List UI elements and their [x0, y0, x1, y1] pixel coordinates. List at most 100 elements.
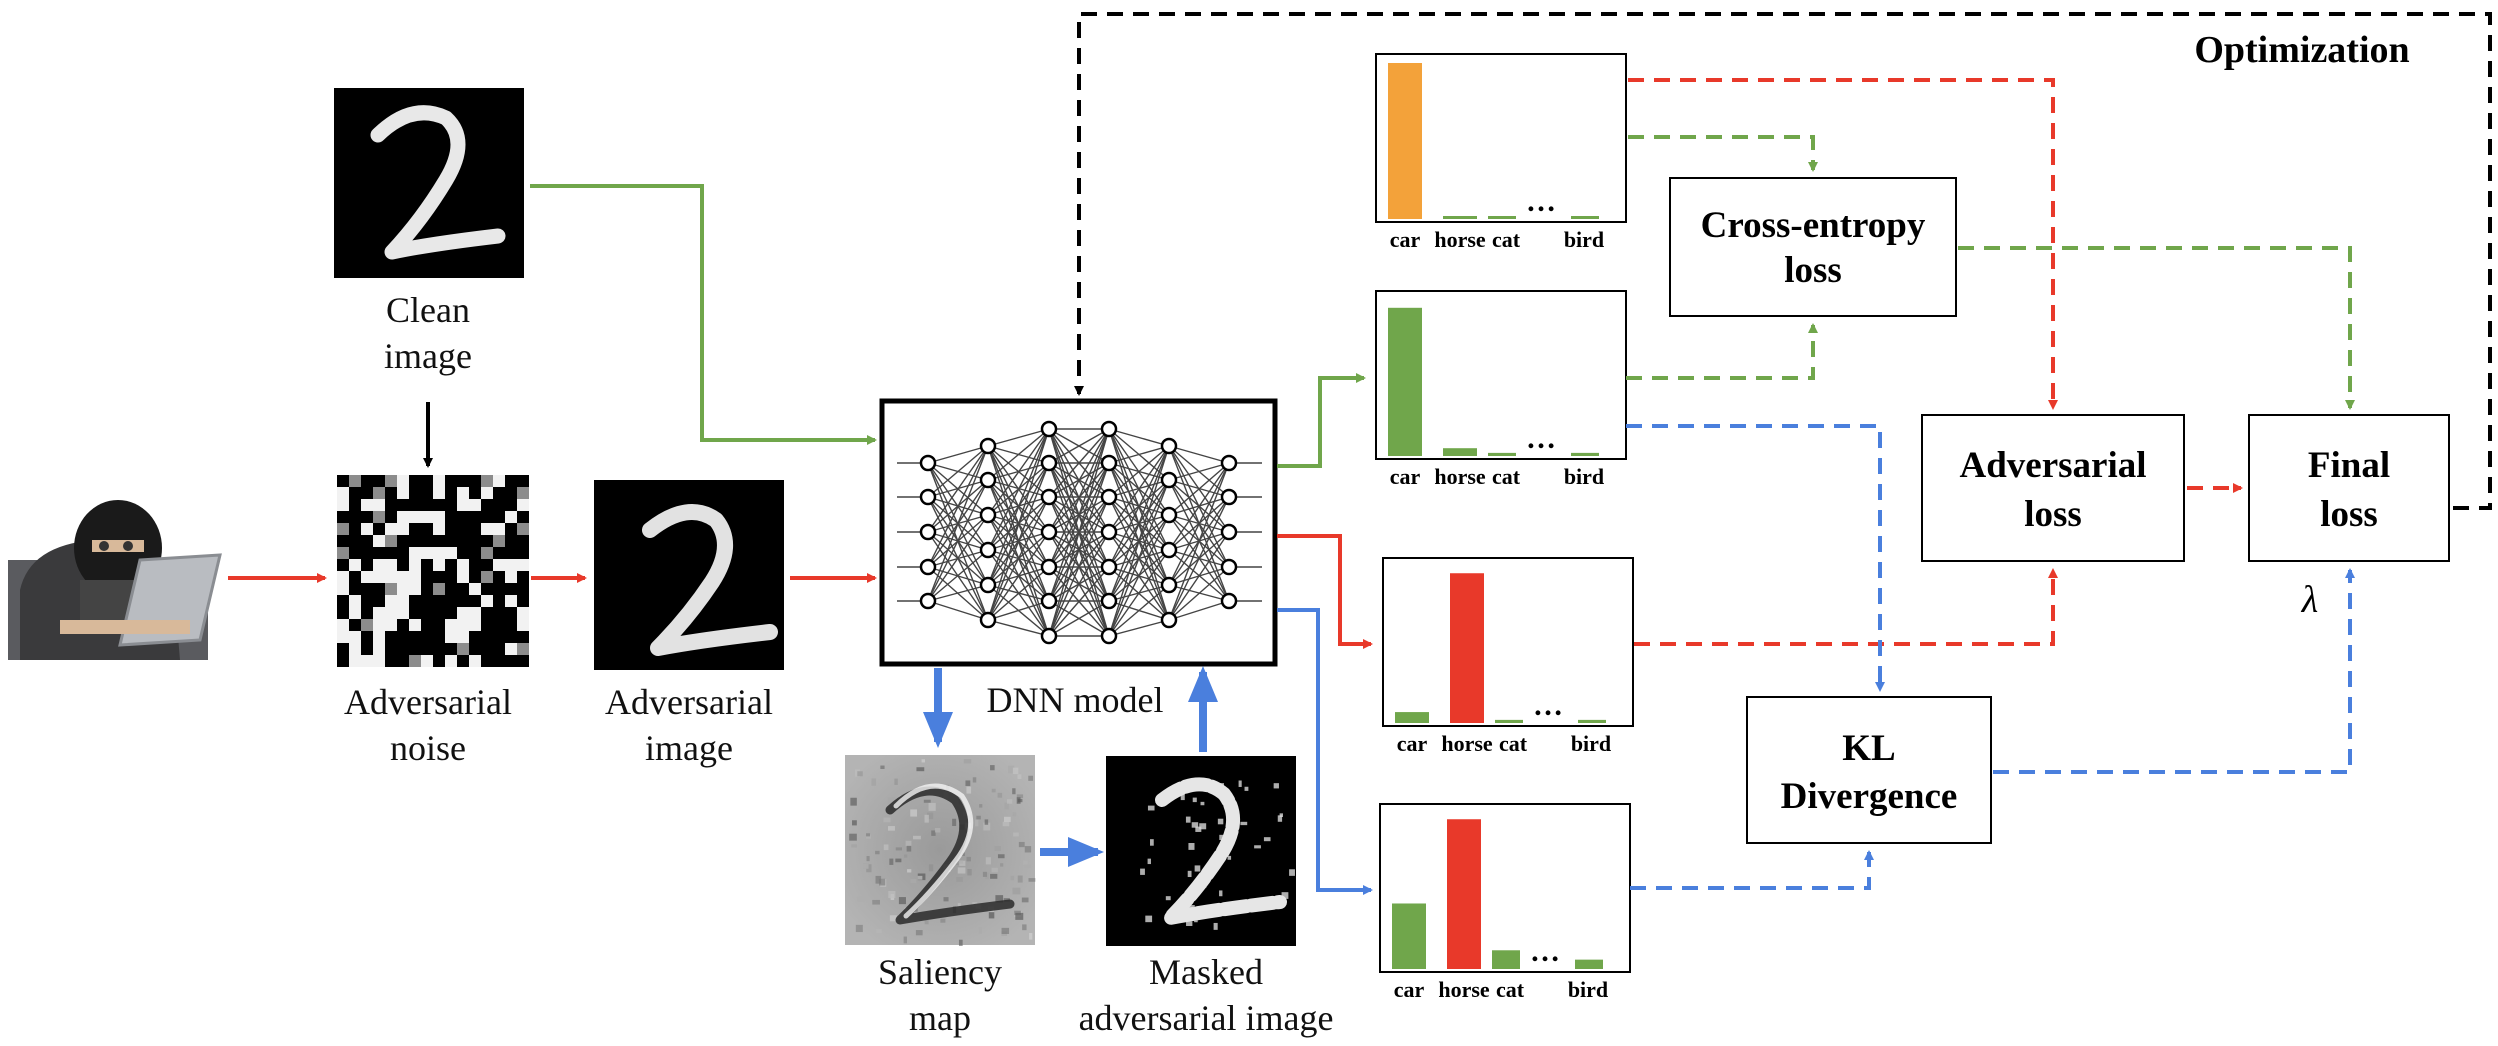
arrow-ce-to-final	[1958, 246, 2355, 410]
masked-image-label-1: Masked	[1149, 952, 1263, 992]
bar-0-cat	[1488, 216, 1516, 219]
arrow-adv-chart-to-adv-loss	[1634, 568, 2058, 646]
arrow-kl-to-final	[1993, 568, 2355, 774]
adversarial-image	[594, 480, 784, 670]
bar-2-horse	[1450, 573, 1484, 723]
nn-node-l3-n6	[1100, 627, 1118, 645]
saliency-map-image	[845, 755, 1036, 946]
arrow-dnn-to-chart-adversarial	[1277, 534, 1373, 649]
adversarial-image-label-2: image	[645, 728, 733, 768]
bar-2-car	[1395, 712, 1429, 723]
arrow-dnn-to-chart-masked	[1277, 608, 1373, 895]
adversarial-loss-label-1: Adversarial	[1959, 445, 2146, 486]
chart-frame-2	[1382, 557, 1634, 727]
nn-node-l0-n4	[919, 592, 937, 610]
nn-node-l2-n2	[1040, 488, 1058, 506]
chart-ellipsis-3: …	[1530, 935, 1560, 968]
bar-1-cat	[1488, 452, 1516, 456]
bar-3-cat	[1492, 950, 1520, 969]
tick-2-bird: bird	[1571, 731, 1611, 756]
nn-node-l3-n1	[1100, 454, 1118, 472]
adversarial-noise-image	[337, 475, 529, 667]
kl-divergence-label-2: Divergence	[1781, 776, 1958, 817]
tick-0-bird: bird	[1564, 227, 1604, 252]
nn-node-l4-n2	[1160, 506, 1178, 524]
nn-node-l2-n1	[1040, 454, 1058, 472]
masked-adversarial-image	[1106, 756, 1296, 946]
bar-3-horse	[1447, 819, 1481, 969]
nn-node-l0-n2	[919, 523, 937, 541]
chart-ellipsis-0: …	[1526, 185, 1556, 218]
bar-0-car	[1388, 63, 1422, 219]
nn-node-l2-n0	[1040, 420, 1058, 438]
bar-1-bird	[1571, 452, 1599, 456]
clean-image-label-2: image	[384, 336, 472, 376]
nn-node-l4-n1	[1160, 471, 1178, 489]
final-loss-box: Final loss	[2248, 414, 2450, 562]
bar-2-cat	[1495, 719, 1523, 723]
nn-node-l1-n5	[979, 611, 997, 629]
nn-node-l4-n5	[1160, 611, 1178, 629]
cross-entropy-label-2: loss	[1784, 250, 1842, 291]
adversarial-noise-label-1: Adversarial	[344, 682, 512, 722]
arrow-clean-chart-to-adv-loss	[1628, 78, 2058, 410]
nn-node-l5-n4	[1220, 592, 1238, 610]
arrow-masked-chart-to-kl	[1630, 850, 1874, 890]
nn-node-l3-n5	[1100, 592, 1118, 610]
cross-entropy-label-1: Cross-entropy	[1701, 205, 1926, 246]
nn-node-l1-n3	[979, 541, 997, 559]
nn-node-l1-n0	[979, 437, 997, 455]
tick-2-cat: cat	[1499, 731, 1528, 756]
tick-1-bird: bird	[1564, 464, 1604, 489]
nn-node-l0-n0	[919, 454, 937, 472]
tick-3-horse: horse	[1438, 977, 1490, 1002]
bar-3-bird	[1575, 959, 1603, 969]
nn-node-l0-n1	[919, 488, 937, 506]
cross-entropy-loss-box: Cross-entropy loss	[1669, 177, 1957, 317]
final-loss-label-1: Final	[2308, 445, 2390, 486]
tick-1-cat: cat	[1492, 464, 1521, 489]
bar-0-horse	[1443, 216, 1477, 219]
nn-node-l3-n2	[1100, 488, 1118, 506]
tick-0-horse: horse	[1434, 227, 1486, 252]
saliency-map-label-1: Saliency	[878, 952, 1002, 992]
nn-node-l1-n2	[979, 506, 997, 524]
tick-1-horse: horse	[1434, 464, 1486, 489]
adversarial-loss-label-2: loss	[2024, 494, 2082, 535]
nn-node-l3-n0	[1100, 420, 1118, 438]
nn-node-l4-n4	[1160, 576, 1178, 594]
arrow-optimization-loop	[1074, 12, 2492, 510]
tick-1-car: car	[1390, 464, 1421, 489]
nn-node-l2-n5	[1040, 592, 1058, 610]
tick-2-horse: horse	[1441, 731, 1493, 756]
kl-divergence-box: KL Divergence	[1746, 696, 1992, 844]
lambda-symbol: λ	[2301, 579, 2318, 621]
nn-node-l0-n3	[919, 558, 937, 576]
nn-node-l3-n4	[1100, 558, 1118, 576]
arrow-target-chart-to-kl	[1626, 424, 1885, 692]
bar-3-car	[1392, 903, 1426, 969]
tick-0-cat: cat	[1492, 227, 1521, 252]
nn-node-l3-n3	[1100, 523, 1118, 541]
nn-node-l2-n6	[1040, 627, 1058, 645]
dnn-model-label: DNN model	[987, 680, 1164, 720]
nn-node-l5-n1	[1220, 488, 1238, 506]
chart-ellipsis-2: …	[1533, 689, 1563, 722]
tick-3-bird: bird	[1568, 977, 1608, 1002]
arrow-clean-chart-to-ce	[1628, 135, 1818, 172]
tick-0-car: car	[1390, 227, 1421, 252]
nn-node-l5-n2	[1220, 523, 1238, 541]
final-loss-label-2: loss	[2320, 494, 2378, 535]
dnn-model	[879, 398, 1278, 667]
masked-image-label-2: adversarial image	[1079, 998, 1334, 1038]
nn-node-l4-n3	[1160, 541, 1178, 559]
arrow-clean-to-dnn	[530, 184, 877, 445]
tick-3-cat: cat	[1496, 977, 1525, 1002]
adversarial-noise-label-2: noise	[390, 728, 466, 768]
attacker-icon	[8, 500, 222, 660]
nn-node-l4-n0	[1160, 437, 1178, 455]
adversarial-loss-box: Adversarial loss	[1921, 414, 2185, 562]
